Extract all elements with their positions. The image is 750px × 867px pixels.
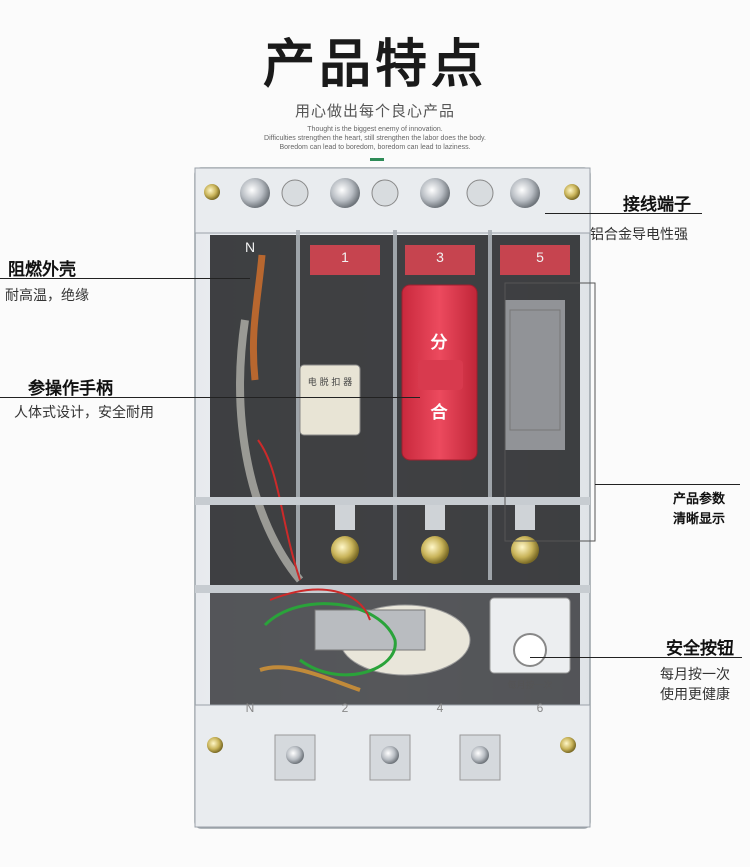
bottom-mark-2: 2: [342, 701, 349, 715]
shell-callout-line: [0, 278, 250, 279]
terminal-desc: 铝合金导电性强: [590, 227, 688, 243]
english-line-2: Difficulties strengthen the heart, still…: [264, 135, 486, 142]
terminal-title: 接线端子: [623, 195, 691, 215]
pole-3-label: 3: [436, 249, 444, 265]
english-line-3: Boredom can lead to boredom, boredom can…: [279, 144, 471, 151]
pole-n-label: N: [245, 239, 255, 255]
handle-callout-line: [0, 397, 420, 398]
params-callout-line: [595, 484, 740, 485]
coil-label: 电 脱 扣 器: [308, 376, 353, 388]
button-caption: 每月按一次: [507, 679, 552, 691]
english-line-1: Thought is the biggest enemy of innovati…: [307, 126, 443, 133]
handle-on-label: 合: [431, 402, 449, 423]
shell-desc: 耐高温，绝缘: [5, 288, 89, 304]
red-handle: 分 合: [401, 284, 478, 461]
bottom-mark-4: 4: [437, 701, 444, 715]
pole-1-label: 1: [341, 249, 349, 265]
button-callout-line: [530, 657, 742, 658]
top-terminals: [204, 178, 580, 208]
button-title: 安全按钮: [666, 639, 734, 659]
params-line-1: 产品参数: [673, 492, 726, 507]
accent-bar: [370, 158, 384, 161]
button-desc-2: 使用更健康: [660, 687, 730, 703]
button-desc-1: 每月按一次: [660, 667, 730, 683]
shell-title: 阻燃外壳: [8, 260, 76, 280]
handle-desc: 人体式设计，安全耐用: [14, 405, 154, 421]
pole-5-label: 5: [536, 249, 544, 265]
terminal-callout-line: [545, 213, 702, 214]
handle-off-label: 分: [431, 333, 448, 353]
page-subtitle: 用心做出每个良心产品: [294, 102, 455, 120]
bottom-mark-n: N: [246, 701, 255, 715]
handle-title: 参操作手柄: [28, 379, 113, 399]
params-line-2: 清晰显示: [673, 512, 726, 527]
page-title: 产品特点: [262, 35, 487, 95]
bottom-mark-6: 6: [537, 701, 544, 715]
